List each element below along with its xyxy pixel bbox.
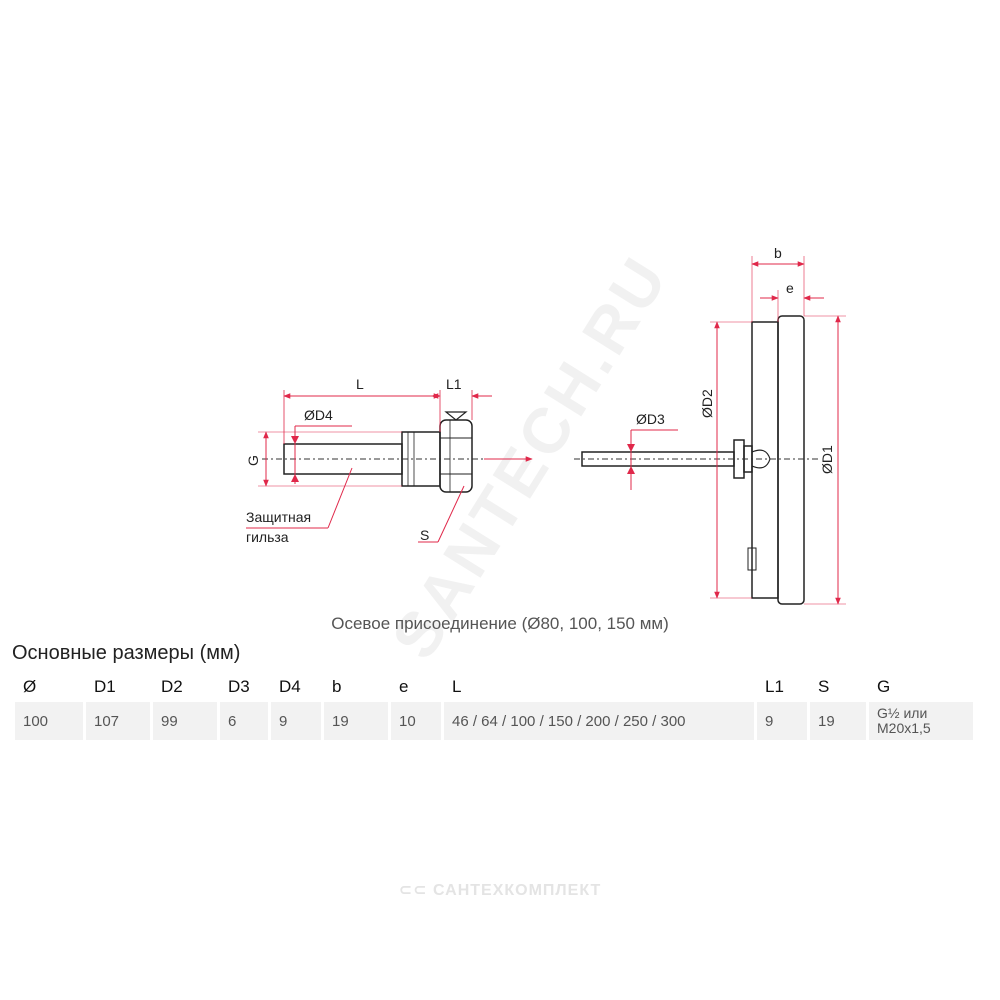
thermometer-bezel — [777, 315, 805, 605]
cell-S: 19 — [810, 702, 866, 740]
dimension-S-label: S — [420, 527, 429, 543]
dimension-b-label: b — [774, 245, 782, 261]
sleeve-leader — [327, 467, 353, 529]
drawing-caption: Осевое присоединение (Ø80, 100, 150 мм) — [331, 614, 669, 633]
dimension-L1-label: L1 — [446, 376, 462, 392]
dimension-D2-label: ØD2 — [699, 389, 715, 418]
header-S: S — [818, 677, 830, 696]
watermark-footer: ⊂⊂ САНТЕХКОМПЛЕКТ — [398, 882, 602, 899]
header-D1: D1 — [94, 677, 116, 696]
dimension-S-leader — [437, 485, 465, 543]
header-D2: D2 — [161, 677, 183, 696]
cell-diameter: 100 — [15, 702, 83, 740]
dimension-D1-label: ØD1 — [819, 445, 835, 474]
protective-sleeve-drawing — [283, 411, 473, 493]
dimension-D4-label: ØD4 — [304, 407, 333, 423]
header-diameter: Ø — [23, 677, 37, 696]
dimension-G-label: G — [245, 455, 261, 466]
sleeve-hex-nut — [439, 419, 473, 493]
header-D4: D4 — [279, 677, 301, 696]
sleeve-label-line2: гильза — [246, 529, 289, 545]
dimension-L-label: L — [356, 376, 364, 392]
table-title: Основные размеры (мм) — [12, 642, 241, 664]
sleeve-label-line1: Защитная — [246, 509, 311, 525]
cell-e: 10 — [391, 702, 441, 740]
header-e: e — [399, 677, 409, 696]
thermometer-drawing — [581, 315, 805, 605]
cell-b: 19 — [324, 702, 388, 740]
cell-D3: 6 — [220, 702, 268, 740]
table-header-row: Ø D1 D2 D3 D4 b e L L1 S G — [15, 672, 973, 702]
header-G: G — [877, 677, 891, 696]
cell-D1: 107 — [86, 702, 150, 740]
dimension-D3-label: ØD3 — [636, 411, 665, 427]
cell-D4: 9 — [271, 702, 321, 740]
cell-G: G½ или M20x1,5 — [869, 702, 973, 740]
header-L: L — [452, 677, 462, 696]
header-D3: D3 — [228, 677, 250, 696]
header-L1: L1 — [765, 677, 784, 696]
cell-L1: 9 — [757, 702, 807, 740]
cell-D2: 99 — [153, 702, 217, 740]
cell-L: 46 / 64 / 100 / 150 / 200 / 250 / 300 — [444, 702, 754, 740]
header-b: b — [332, 677, 342, 696]
dimensions-table: Ø D1 D2 D3 D4 b e L L1 S G 100 107 99 6 … — [12, 672, 976, 740]
dimension-e-label: e — [786, 280, 794, 296]
table-row: 100 107 99 6 9 19 10 46 / 64 / 100 / 150… — [15, 702, 973, 740]
technical-drawing: L L1 ØD4 G Защитная гильза S ØD3 ØD2 — [245, 245, 846, 605]
sleeve-screw — [444, 411, 468, 421]
